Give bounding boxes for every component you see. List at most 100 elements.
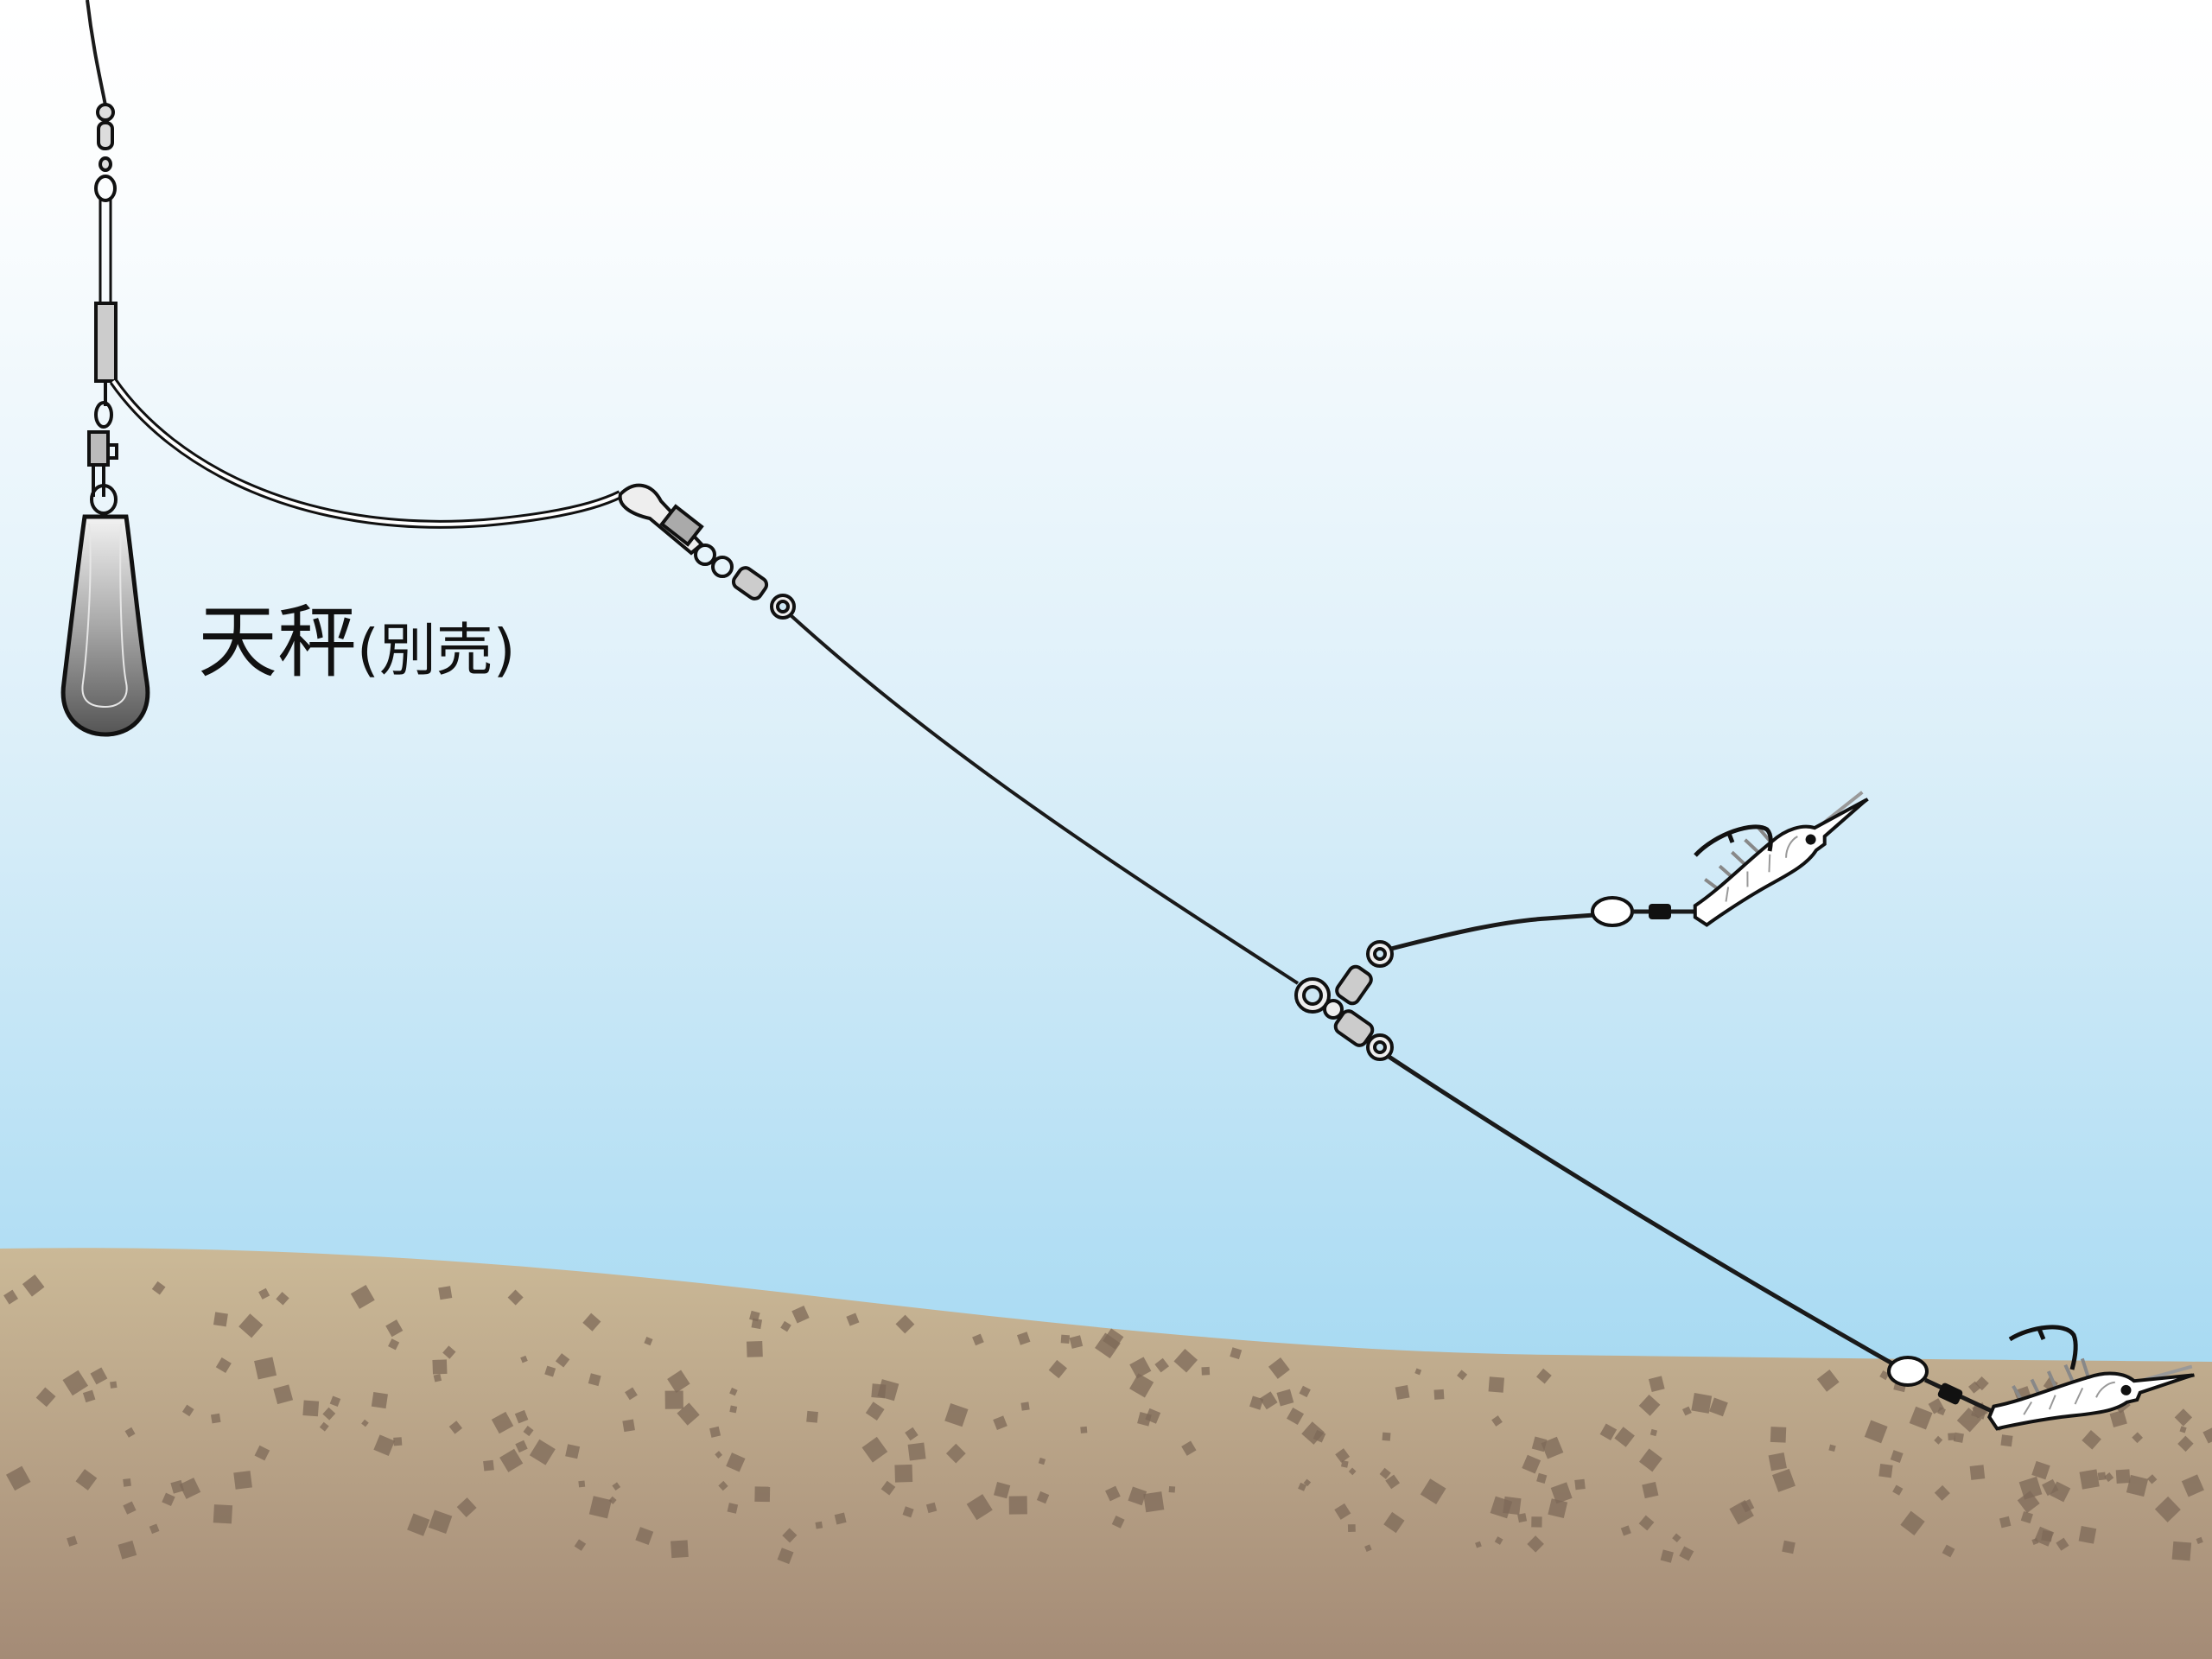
sand-speckle bbox=[162, 1492, 175, 1507]
sand-speckle bbox=[966, 1494, 993, 1521]
sand-speckle bbox=[664, 1390, 683, 1409]
branch-bead bbox=[1591, 896, 1634, 927]
sand-speckle bbox=[123, 1478, 131, 1487]
sand-speckle bbox=[1649, 1428, 1658, 1437]
sand-speckle bbox=[483, 1459, 494, 1471]
sand-speckle bbox=[777, 1548, 794, 1565]
sand-speckle bbox=[1268, 1357, 1290, 1379]
sand-speckle bbox=[880, 1480, 896, 1496]
sand-speckle bbox=[2154, 1496, 2181, 1522]
sand-speckle bbox=[1385, 1474, 1401, 1490]
sand-speckle bbox=[1475, 1541, 1482, 1548]
sand-speckle bbox=[1768, 1452, 1787, 1471]
sand-speckle bbox=[432, 1359, 448, 1375]
sand-speckle bbox=[2126, 1474, 2149, 1497]
sand-speckle bbox=[1969, 1465, 1986, 1480]
sand-speckle bbox=[1679, 1546, 1694, 1561]
sand-speckle bbox=[1548, 1498, 1568, 1519]
sand-speckle bbox=[635, 1527, 654, 1546]
tenbin-label-note: (別売) bbox=[357, 617, 516, 683]
sand-speckle bbox=[329, 1395, 341, 1407]
sand-speckle bbox=[582, 1313, 601, 1332]
sand-speckle bbox=[2078, 1526, 2097, 1544]
sand-speckle bbox=[1420, 1478, 1446, 1504]
sand-speckle bbox=[151, 1281, 166, 1295]
sand-speckle bbox=[746, 1340, 763, 1357]
main-leader bbox=[789, 613, 1300, 985]
sand-speckle bbox=[1782, 1540, 1796, 1554]
sand-speckle bbox=[361, 1419, 369, 1427]
sand-speckle bbox=[1364, 1544, 1372, 1552]
sand-speckle bbox=[622, 1419, 635, 1433]
sand-speckle bbox=[1574, 1478, 1586, 1491]
sand-speckle bbox=[726, 1452, 746, 1472]
sand-speckle bbox=[62, 1370, 89, 1396]
sand-speckle bbox=[1620, 1525, 1631, 1536]
bottom-bead bbox=[1887, 1356, 1929, 1387]
tenbin-label: 天秤(別売) bbox=[198, 596, 516, 689]
sand-speckle bbox=[456, 1497, 477, 1518]
sand-speckle bbox=[5, 1465, 31, 1491]
sand-speckle bbox=[1828, 1444, 1836, 1452]
sea-floor-sand bbox=[0, 1248, 2212, 1659]
sand-speckle bbox=[2147, 1474, 2158, 1484]
sand-speckle bbox=[2171, 1541, 2192, 1561]
sand-speckle bbox=[213, 1504, 233, 1524]
tenbin-wire bbox=[94, 197, 623, 529]
sand-speckles bbox=[3, 1274, 2212, 1565]
sand-speckle bbox=[1536, 1368, 1552, 1384]
sand-speckle bbox=[1341, 1460, 1349, 1468]
sand-speckle bbox=[254, 1357, 277, 1380]
sand-speckle bbox=[1048, 1359, 1067, 1379]
sand-speckle bbox=[442, 1345, 456, 1359]
sand-speckle bbox=[972, 1333, 984, 1346]
sand-speckle bbox=[2097, 1471, 2107, 1481]
sand-speckle bbox=[945, 1443, 966, 1464]
sand-speckle bbox=[1816, 1369, 1840, 1392]
sand-speckle bbox=[1770, 1427, 1787, 1443]
sand-speckle bbox=[944, 1403, 969, 1427]
sand-speckle bbox=[373, 1434, 395, 1456]
sand-speckle bbox=[22, 1274, 45, 1297]
sand-speckle bbox=[2115, 1469, 2131, 1484]
sand-speckle bbox=[994, 1482, 1011, 1499]
sand-speckle bbox=[1395, 1385, 1410, 1400]
sand-speckle bbox=[2132, 1432, 2144, 1444]
sand-speckle bbox=[1433, 1389, 1445, 1400]
sand-speckle bbox=[1287, 1407, 1305, 1425]
sand-speckle bbox=[1038, 1457, 1046, 1465]
sand-speckle bbox=[1298, 1482, 1307, 1491]
sand-speckle bbox=[1168, 1485, 1176, 1493]
sand-speckle bbox=[715, 1451, 723, 1459]
sand-speckle bbox=[1491, 1415, 1503, 1427]
sand-speckle bbox=[2181, 1474, 2204, 1497]
sinker-snap bbox=[87, 430, 118, 515]
sand-speckle bbox=[574, 1539, 587, 1551]
sand-speckle bbox=[2174, 1408, 2193, 1427]
sand-speckle bbox=[2109, 1409, 2127, 1427]
sand-speckle bbox=[1934, 1435, 1943, 1445]
sand-speckle bbox=[1105, 1485, 1121, 1502]
sand-speckle bbox=[1648, 1376, 1665, 1392]
sand-speckle bbox=[1069, 1335, 1084, 1349]
sand-speckle bbox=[2000, 1434, 2013, 1447]
sand-speckle bbox=[2018, 1476, 2043, 1500]
sand-speckle bbox=[667, 1370, 690, 1393]
sand-speckle bbox=[2104, 1472, 2114, 1483]
sand-speckle bbox=[1347, 1524, 1356, 1533]
sand-speckle bbox=[1691, 1393, 1713, 1414]
sand-speckle bbox=[727, 1503, 739, 1514]
sand-speckle bbox=[895, 1314, 915, 1334]
sand-speckle bbox=[1541, 1436, 1564, 1459]
sand-speckle bbox=[1660, 1549, 1674, 1563]
sand-speckle bbox=[1599, 1423, 1618, 1441]
sand-speckle bbox=[1522, 1454, 1541, 1474]
sand-speckle bbox=[2082, 1430, 2101, 1450]
sand-speckle bbox=[520, 1355, 528, 1363]
sand-speckle bbox=[75, 1469, 98, 1491]
sand-speckle bbox=[319, 1421, 329, 1432]
sand-speckle bbox=[1531, 1436, 1548, 1452]
sand-speckle bbox=[350, 1284, 375, 1309]
sand-speckle bbox=[322, 1407, 336, 1421]
